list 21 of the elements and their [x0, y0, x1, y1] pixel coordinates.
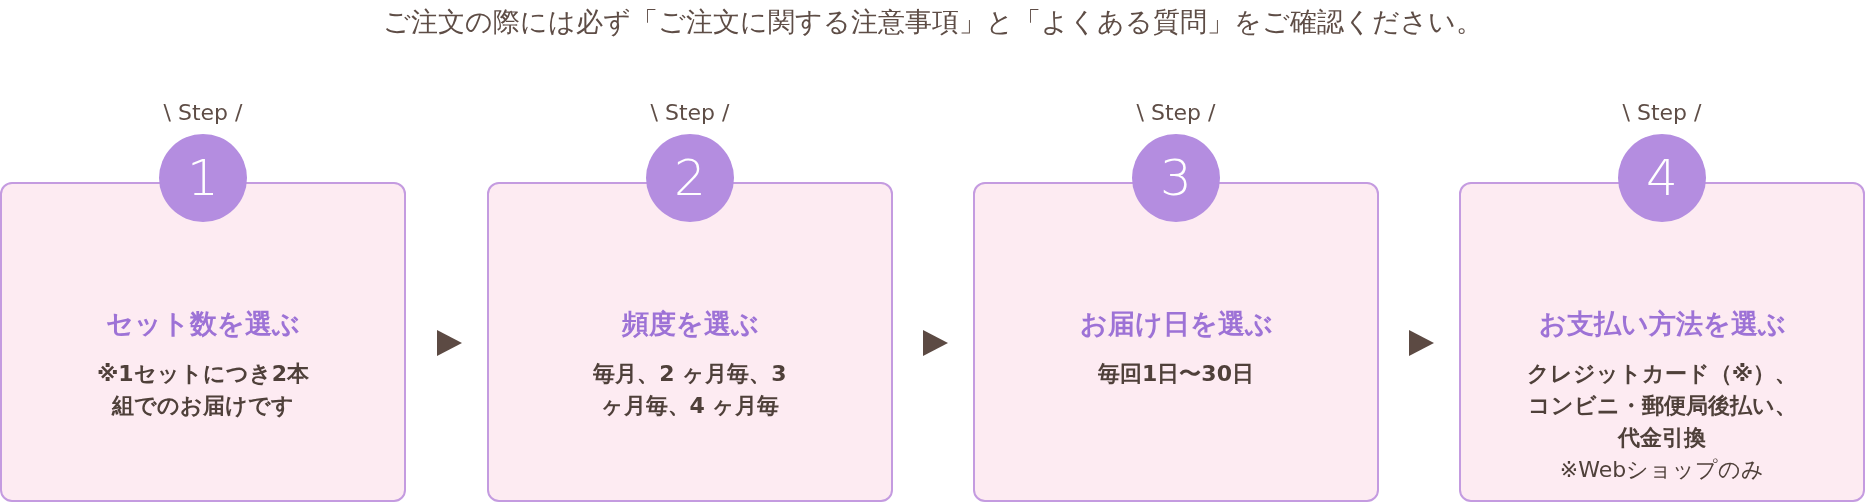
step-label: \ Step / [1621, 100, 1703, 125]
step-number: 4 [1646, 153, 1678, 203]
arrow [437, 330, 462, 356]
step-number: 3 [1160, 153, 1192, 203]
step-description: 毎月、2 ヶ月毎、3 ヶ月毎、4 ヶ月毎 [592, 360, 788, 420]
step-label: \ Step / [649, 100, 731, 125]
arrow [1409, 330, 1434, 356]
step-number: 1 [187, 153, 219, 203]
step-description: ※1セットにつき2本組でのお届けです [96, 360, 310, 420]
step-number: 2 [674, 153, 706, 203]
step-title: お届け日を選ぶ [1079, 307, 1273, 341]
step-description: 毎回1日〜30日 [1097, 360, 1255, 388]
step-title: 頻度を選ぶ [621, 307, 759, 341]
step-label: \ Step / [1135, 100, 1217, 125]
step-label: \ Step / [162, 100, 244, 125]
step-title: お支払い方法を選ぶ [1538, 307, 1786, 341]
heading: ご注文の際には必ず「ご注文に関する注意事項」と「よくある質問」をご確認ください。 [382, 5, 1484, 39]
footnote: ※Webショップのみ [1559, 455, 1765, 484]
step-title: セット数を選ぶ [106, 307, 300, 341]
step-description: クレジットカード（※）、コンビニ・郵便局後払い、代金引換 [1526, 360, 1798, 452]
arrow [923, 330, 948, 356]
